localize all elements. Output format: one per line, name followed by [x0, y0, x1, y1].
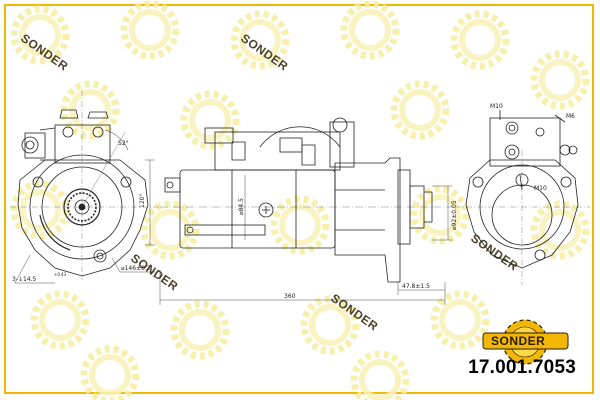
side-view: [159, 117, 455, 305]
sheet-border: [4, 4, 594, 394]
front-diameter-dimension: ⌀146±0.2: [121, 265, 151, 272]
brand-logo: SONDER: [482, 319, 569, 365]
rear-label-m6: M6: [566, 113, 575, 120]
rear-label-m10-top: M10: [490, 103, 503, 110]
side-flange-diameter: ⌀92±0.05: [451, 200, 458, 230]
front-angle-dimension: 52°: [118, 140, 129, 147]
rear-view: [455, 110, 590, 285]
rear-label-m10-bottom: M10: [534, 185, 547, 192]
front-height-dimension: 120°: [139, 194, 146, 208]
side-overall-length: 360: [284, 293, 296, 300]
brand-name: SONDER: [491, 334, 545, 348]
side-flange-offset: 47.8±1.5: [402, 283, 430, 290]
front-holes-dimension: 3-↓14.5: [12, 276, 37, 283]
part-number: 17.001.7053: [468, 357, 576, 378]
watermark-text: SONDER: [468, 231, 521, 274]
side-body-diameter: ⌀84.5: [238, 198, 245, 215]
front-holes-tolerance: +0.43: [54, 272, 67, 277]
